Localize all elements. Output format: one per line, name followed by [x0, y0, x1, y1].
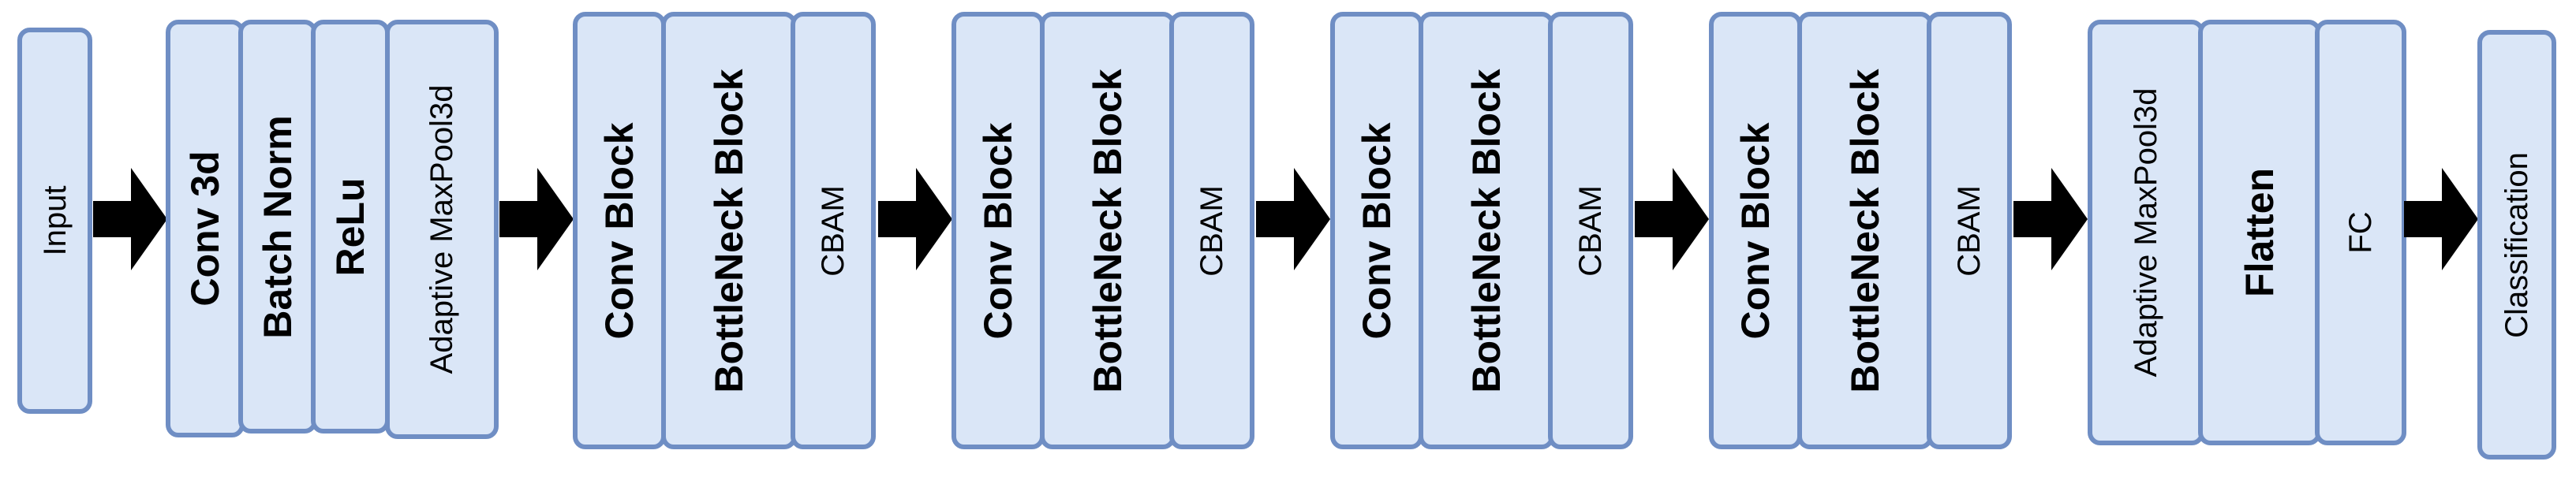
- adaptive-maxpool-block-1: Adaptive MaxPool3d: [385, 20, 499, 439]
- adaptive-maxpool-block-2: Adaptive MaxPool3d: [2088, 20, 2204, 445]
- input-block: Input: [17, 28, 92, 414]
- cbam-label-4: CBAM: [1952, 184, 1987, 277]
- arrow-5: [1635, 168, 1709, 270]
- conv-block-label-1: Conv Block: [597, 121, 641, 340]
- bottleneck-block-1: BottleNeck Block: [661, 12, 797, 449]
- adaptive-maxpool-label-2: Adaptive MaxPool3d: [2129, 87, 2163, 378]
- arrow-1: [93, 168, 167, 270]
- cbam-label-2: CBAM: [1195, 184, 1229, 277]
- cbam-block-3: CBAM: [1548, 12, 1633, 449]
- arrow-2: [499, 168, 574, 270]
- conv-block-4: Conv Block: [1709, 12, 1802, 449]
- bottleneck-block-label-3: BottleNeck Block: [1464, 68, 1509, 393]
- bottleneck-block-label-4: BottleNeck Block: [1843, 68, 1887, 393]
- classification-label: Classification: [2499, 151, 2534, 338]
- cbam-label-3: CBAM: [1573, 184, 1608, 277]
- cbam-block-2: CBAM: [1169, 12, 1254, 449]
- fc-block: FC: [2315, 20, 2406, 445]
- fc-label: FC: [2343, 211, 2378, 254]
- arrow-3: [878, 168, 952, 270]
- relu-label: ReLu: [328, 177, 372, 276]
- bottleneck-block-label-2: BottleNeck Block: [1086, 68, 1130, 393]
- conv-block-1: Conv Block: [573, 12, 666, 449]
- cbam-block-1: CBAM: [791, 12, 876, 449]
- conv3d-block: Conv 3d: [166, 20, 245, 437]
- arrow-7: [2404, 168, 2478, 270]
- cbam-block-4: CBAM: [1927, 12, 2012, 449]
- conv-block-label-4: Conv Block: [1733, 121, 1778, 340]
- flatten-block: Flatten: [2198, 20, 2321, 445]
- flatten-label: Flatten: [2238, 168, 2282, 297]
- conv-block-label-3: Conv Block: [1355, 121, 1399, 340]
- conv-block-3: Conv Block: [1330, 12, 1423, 449]
- bottleneck-block-3: BottleNeck Block: [1419, 12, 1554, 449]
- classification-block: Classification: [2477, 30, 2556, 460]
- bottleneck-block-4: BottleNeck Block: [1797, 12, 1933, 449]
- cbam-label-1: CBAM: [816, 184, 851, 277]
- conv3d-label: Conv 3d: [183, 151, 227, 307]
- relu-block: ReLu: [311, 20, 390, 433]
- arrow-4: [1256, 168, 1330, 270]
- adaptive-maxpool-label-1: Adaptive MaxPool3d: [424, 84, 459, 374]
- batch-norm-block: Batch Norm: [238, 20, 317, 433]
- arrow-6: [2013, 168, 2088, 270]
- input-label: Input: [37, 185, 73, 256]
- bottleneck-block-label-1: BottleNeck Block: [707, 68, 751, 393]
- conv-block-label-2: Conv Block: [976, 121, 1020, 340]
- conv-block-2: Conv Block: [952, 12, 1045, 449]
- batch-norm-label: Batch Norm: [256, 114, 300, 339]
- bottleneck-block-2: BottleNeck Block: [1040, 12, 1176, 449]
